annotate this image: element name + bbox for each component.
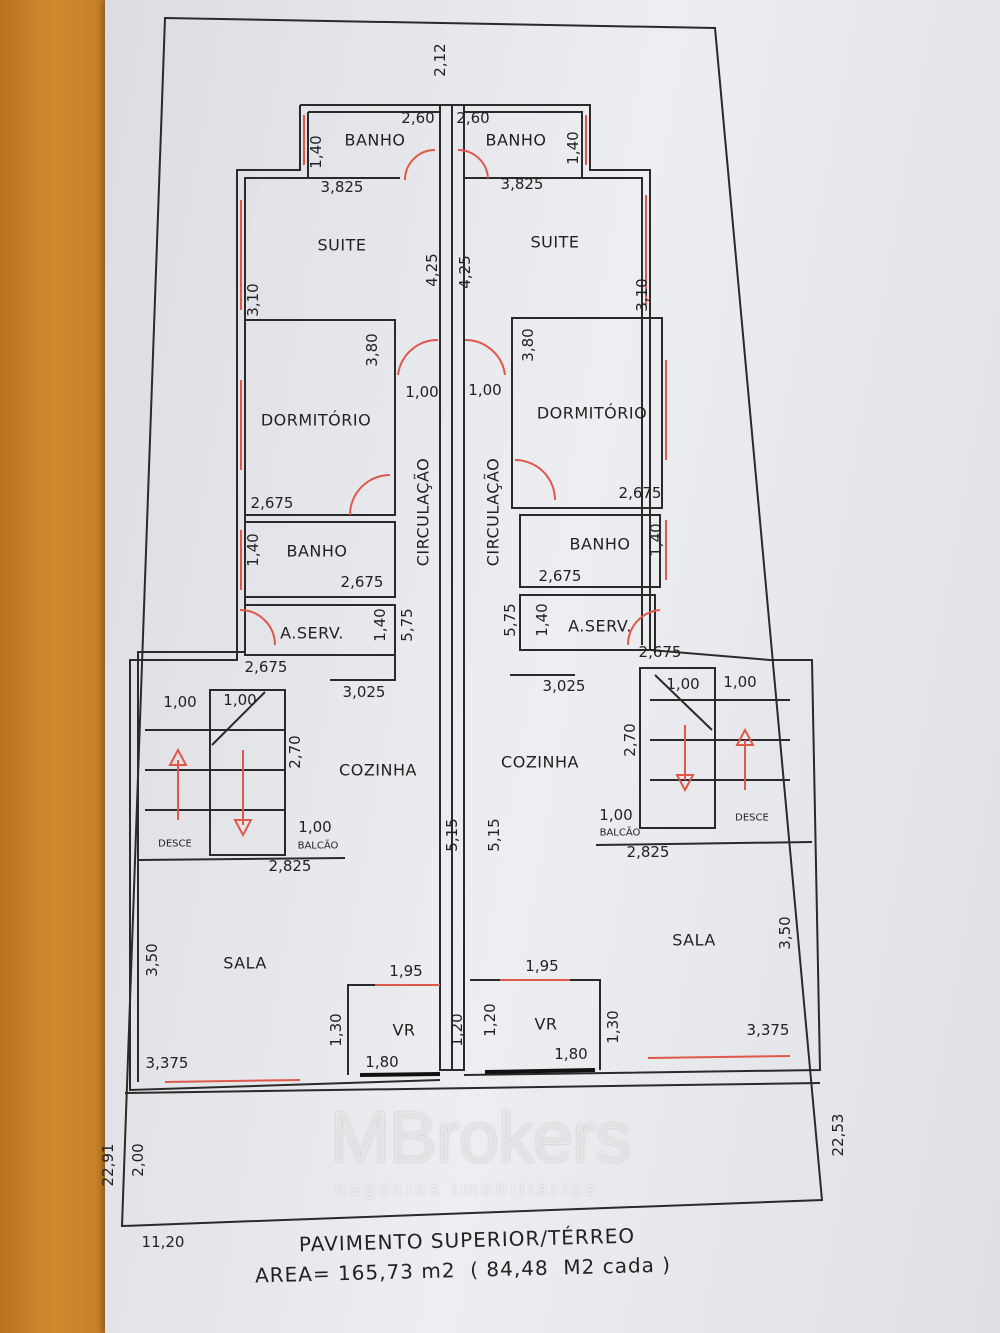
windows-and-doors [164, 115, 791, 1083]
dim: 3,80 [363, 333, 381, 367]
dim: 2,70 [286, 735, 304, 769]
dim: 1,00 [223, 691, 257, 709]
room-aserv-right: A.SERV. [568, 616, 632, 636]
dim: 2,70 [621, 723, 639, 757]
left-unit-walls [129, 104, 441, 1092]
watermark-tagline: negócios imobiliários [335, 1180, 599, 1200]
dim: 1,95 [389, 962, 423, 980]
dim: 1,00 [163, 693, 197, 711]
dim-top: 2,12 [431, 43, 449, 77]
dim-lot-width: 11,20 [141, 1233, 185, 1251]
dim: 1,00 [405, 383, 439, 401]
dim: 1,00 [599, 806, 633, 824]
room-banho-left: BANHO [286, 541, 348, 561]
label-desce-right: DESCE [735, 812, 769, 824]
dim: 2,825 [626, 843, 670, 861]
dim: 1,00 [298, 818, 332, 836]
room-vr-left: VR [392, 1020, 416, 1040]
room-banho-suite-left: BANHO [344, 130, 406, 150]
dim: 5,15 [485, 818, 503, 852]
right-unit-walls [463, 104, 822, 1076]
room-circulacao-left: CIRCULAÇÃO [413, 457, 433, 567]
dim: 1,95 [525, 957, 559, 975]
dim: 1,30 [604, 1010, 622, 1044]
dim: 3,10 [633, 278, 651, 312]
dim: 1,00 [468, 381, 502, 399]
room-dormitorio-right: DORMITÓRIO [536, 403, 648, 423]
room-sala-right: SALA [672, 930, 716, 950]
room-suite-left: SUITE [317, 235, 367, 255]
dim: 1,40 [371, 608, 389, 642]
dim: 2,675 [538, 567, 582, 585]
dim: 2,675 [250, 494, 294, 512]
dim: 2,00 [129, 1143, 147, 1177]
dim: 5,75 [398, 608, 416, 642]
dim: 1,20 [481, 1003, 499, 1037]
room-sala-left: SALA [223, 953, 267, 973]
dim: 2,60 [401, 109, 435, 127]
dim: 1,00 [723, 673, 757, 691]
dim: 4,25 [456, 255, 474, 289]
dim: 3,50 [143, 943, 161, 977]
dim: 5,15 [443, 818, 461, 852]
dim: 1,40 [244, 533, 262, 567]
room-cozinha-left: COZINHA [339, 760, 417, 780]
dim: 3,10 [244, 283, 262, 317]
dim: 1,40 [533, 603, 551, 637]
dim: 3,80 [519, 328, 537, 362]
dim: 5,75 [501, 603, 519, 637]
lot-front-line [124, 1082, 821, 1094]
dim: 2,675 [340, 573, 384, 591]
room-cozinha-right: COZINHA [501, 752, 579, 772]
label-desce-left: DESCE [158, 838, 192, 850]
dim: 1,00 [666, 675, 700, 693]
room-suite-right: SUITE [530, 232, 580, 252]
label-balcao-left: BALCÃO [297, 840, 339, 852]
dim: 3,025 [342, 683, 386, 701]
room-banho-suite-right: BANHO [485, 130, 547, 150]
dim: 1,80 [365, 1053, 399, 1071]
dim: 2,675 [244, 658, 288, 676]
lot-boundary [120, 16, 824, 1228]
room-aserv-left: A.SERV. [280, 623, 344, 643]
dim: 1,20 [448, 1013, 466, 1047]
paper-sheet [105, 0, 1000, 1333]
label-balcao-right: BALCÃO [599, 827, 641, 839]
room-banho-right: BANHO [569, 534, 631, 554]
dim-lot-left: 22,91 [99, 1143, 117, 1187]
dim: 2,675 [638, 643, 682, 661]
dim: 3,825 [320, 178, 364, 196]
dim: 3,375 [746, 1021, 790, 1039]
dim: 2,675 [618, 484, 662, 502]
dim: 1,30 [327, 1013, 345, 1047]
dim: 3,375 [145, 1054, 189, 1072]
room-dormitorio-left: DORMITÓRIO [260, 410, 372, 430]
dim: 1,40 [564, 131, 582, 165]
dim: 2,60 [456, 109, 490, 127]
dim: 1,80 [554, 1045, 588, 1063]
dim: 1,40 [307, 135, 325, 169]
dim: 2,825 [268, 857, 312, 875]
watermark-brand: MBrokers [330, 1098, 631, 1178]
dim: 3,025 [542, 677, 586, 695]
room-circulacao-right: CIRCULAÇÃO [483, 457, 503, 567]
room-vr-right: VR [534, 1014, 558, 1034]
dim-lot-right: 22,53 [829, 1113, 847, 1157]
dim: 3,50 [776, 916, 794, 950]
dim: 3,825 [500, 175, 544, 193]
dim: 4,25 [423, 253, 441, 287]
dim: 1,40 [647, 523, 665, 557]
